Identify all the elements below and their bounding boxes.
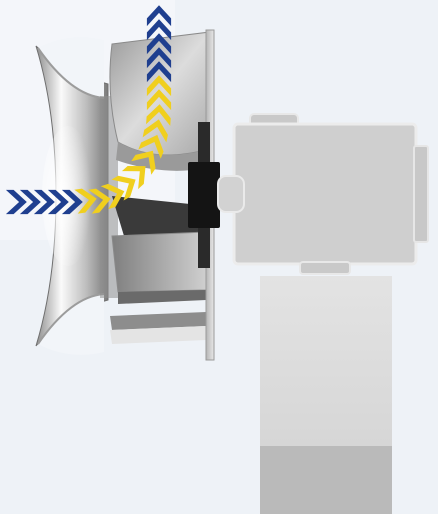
- motor-endcap: [414, 146, 428, 242]
- motor-bottom-tab: [300, 262, 350, 274]
- motor-shaft-coupling: [218, 176, 244, 212]
- hub-icon: [188, 162, 220, 228]
- mounting-base: [260, 276, 392, 514]
- motor-housing-icon: [234, 124, 416, 264]
- impeller-blade-lower: [112, 232, 206, 292]
- motor: [218, 114, 428, 274]
- mounting-base-shadow: [260, 446, 392, 514]
- mounting-base-icon: [260, 276, 392, 448]
